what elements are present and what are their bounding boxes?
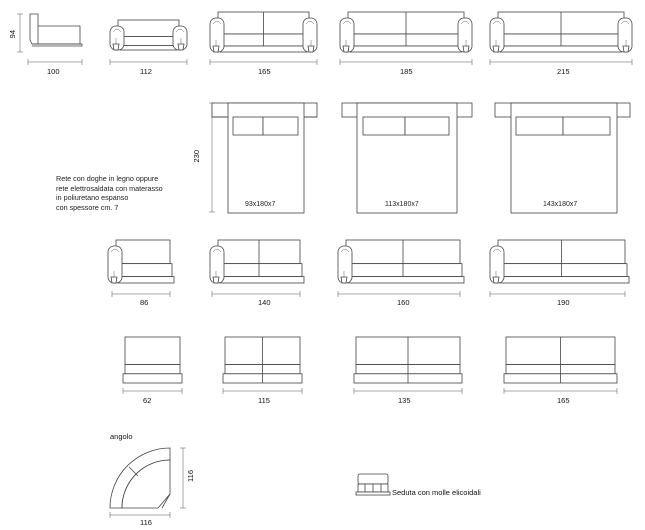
sofa-row1-1	[109, 19, 188, 51]
bed-size-label-2: 113x180x7	[385, 201, 419, 208]
spring-seat-icon	[355, 473, 391, 496]
row1-width-label-1: 100	[47, 67, 60, 76]
row1-width-label-3: 165	[258, 67, 271, 76]
sofa-row4-3	[353, 336, 463, 384]
row4-width-label-2: 115	[258, 396, 270, 405]
mattress-note: Rete con doghe in legno oppure rete elet…	[56, 174, 163, 212]
row1-height-label: 94	[8, 30, 17, 39]
corner-width-label: 116	[140, 518, 152, 527]
bed-size-label-3: 143x180x7	[543, 201, 578, 208]
bed-drawings	[209, 102, 631, 214]
sofa-row1-3	[339, 11, 473, 53]
sofa-row4-4	[503, 336, 618, 384]
note-line-2: rete elettrosaldata con materasso	[56, 183, 163, 193]
note-line-3: in poliuretano espanso	[56, 193, 129, 203]
sofa-row1-4	[489, 11, 633, 53]
row3-width-label-1: 86	[140, 298, 149, 307]
row3-width-label-3: 160	[397, 298, 410, 307]
sofa-row4-2	[222, 336, 303, 384]
row4-width-label-3: 135	[398, 396, 411, 405]
sofa-row4-1	[122, 336, 183, 384]
bed-depth-label: 230	[192, 150, 201, 163]
sofa-row3-1	[107, 239, 175, 284]
row1-width-label-5: 215	[557, 67, 570, 76]
sofa-row3-2	[209, 239, 305, 284]
corner-unit	[109, 447, 186, 518]
corner-depth-label: 116	[186, 470, 195, 482]
note-line-4: con spessore cm. 7	[56, 202, 119, 212]
row4-width-label-4: 165	[557, 396, 570, 405]
note-line-1: Rete con doghe in legno oppure	[56, 174, 159, 183]
legend-label: Seduta con molle elicoidali	[392, 488, 481, 497]
bed-size-label-1: 93x180x7	[245, 201, 276, 208]
sofa-row3-4	[489, 239, 630, 284]
row3-width-label-4: 190	[557, 298, 570, 307]
side-view-sofa	[17, 13, 83, 65]
row4-width-label-1: 62	[143, 396, 152, 405]
sofa-row1-2	[209, 11, 318, 53]
row1-width-label-2: 112	[140, 67, 152, 76]
row1-width-label-4: 185	[400, 67, 413, 76]
corner-title: angolo	[110, 432, 133, 441]
sofa-row3-3	[337, 239, 465, 284]
row3-width-label-2: 140	[258, 298, 271, 307]
